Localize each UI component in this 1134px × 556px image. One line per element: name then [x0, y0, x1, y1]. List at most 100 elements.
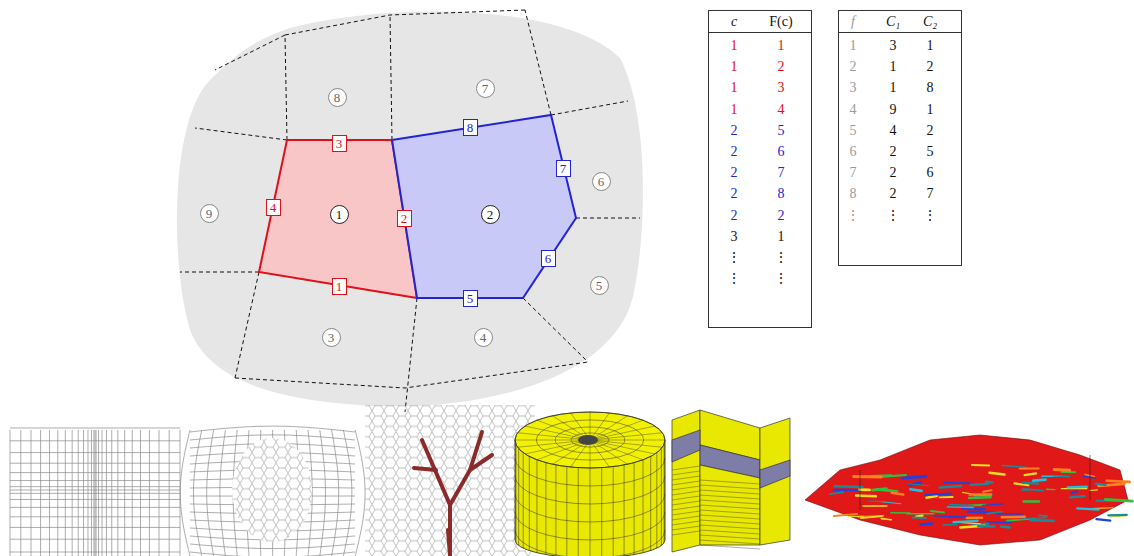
table-cell: 8: [850, 187, 857, 201]
domain-blob: [177, 11, 643, 406]
face-number: 6: [541, 250, 556, 267]
cell-number: 2: [481, 205, 500, 224]
table-cell: 2: [890, 145, 897, 159]
table-frames: [708, 11, 962, 328]
table-cell: 3: [850, 81, 857, 95]
table-cell: ⋮: [727, 251, 741, 265]
number-text: 4: [270, 201, 277, 214]
table-cell: F(c): [769, 15, 792, 29]
table-cell: f: [851, 15, 855, 29]
number-text: 5: [596, 279, 603, 292]
curvilinear-grid: [180, 426, 365, 556]
table-cell: 1: [731, 39, 738, 53]
table-cell: 1: [731, 103, 738, 117]
table-cell: C₂: [923, 15, 937, 29]
cartesian-grid: [10, 428, 180, 556]
cell-number: 1: [330, 205, 349, 224]
table-cell: 1: [850, 39, 857, 53]
number-text: 8: [334, 91, 341, 104]
number-text: 2: [487, 208, 494, 221]
number-text: 1: [336, 280, 343, 293]
number-text: 7: [482, 82, 489, 95]
table-cell: 4: [778, 103, 785, 117]
table-cell: 1: [778, 39, 785, 53]
table-cell: ⋮: [886, 209, 900, 223]
table-cell: 3: [890, 39, 897, 53]
reservoir-model: [805, 435, 1132, 545]
face-number: 8: [463, 119, 478, 136]
table-cell: 1: [890, 60, 897, 74]
table-cell: 2: [731, 166, 738, 180]
number-text: 5: [467, 292, 474, 305]
face-number: 1: [332, 278, 347, 295]
number-text: 6: [598, 175, 605, 188]
cell-number: 4: [474, 328, 493, 347]
faulted-layers: [672, 410, 790, 552]
table-cell: 2: [731, 187, 738, 201]
table-cell: 8: [927, 81, 934, 95]
table-cell: 4: [890, 124, 897, 138]
number-text: 3: [336, 137, 343, 150]
table-cell: ⋮: [846, 209, 860, 223]
table-cell: 7: [778, 166, 785, 180]
table-cell: ⋮: [774, 272, 788, 286]
table-cell: 6: [778, 145, 785, 159]
number-text: 8: [467, 121, 474, 134]
table-cell: 1: [927, 103, 934, 117]
cell-number: 5: [590, 276, 609, 295]
table-cell: 2: [890, 187, 897, 201]
number-text: 6: [545, 252, 552, 265]
number-text: 3: [328, 331, 335, 344]
cylinder-grid: [515, 412, 665, 556]
table-cell: 6: [850, 145, 857, 159]
voronoi-grid: [365, 405, 535, 556]
cell-number: 9: [200, 204, 219, 223]
cell-edges: [180, 10, 640, 412]
number-text: 7: [560, 162, 567, 175]
cell-number: 6: [592, 172, 611, 191]
table-cell: 1: [778, 230, 785, 244]
table-cell: 3: [778, 81, 785, 95]
cell-2: [392, 115, 576, 298]
table-cell: 2: [731, 209, 738, 223]
table-cell: 2: [927, 124, 934, 138]
number-text: 9: [206, 207, 213, 220]
face-number: 7: [556, 160, 571, 177]
table-cell: 6: [927, 166, 934, 180]
table-cell: 4: [850, 103, 857, 117]
table-cell: 2: [731, 124, 738, 138]
face-number: 5: [463, 290, 478, 307]
table-cell: 2: [778, 209, 785, 223]
table-cell: 1: [927, 39, 934, 53]
table-cell: 7: [927, 187, 934, 201]
table-cell: 2: [890, 166, 897, 180]
table-cell: 5: [778, 124, 785, 138]
number-text: 2: [401, 212, 408, 225]
table-cell: 2: [778, 60, 785, 74]
table-cell: ⋮: [774, 251, 788, 265]
table-cell: 3: [731, 230, 738, 244]
cell-number: 3: [322, 328, 341, 347]
cell-1: [259, 140, 417, 298]
table-cell: 2: [927, 60, 934, 74]
table-cell: 5: [850, 124, 857, 138]
table-cell: ⋮: [923, 209, 937, 223]
table-cell: c: [731, 15, 737, 29]
cell-number: 8: [328, 88, 347, 107]
table-cell: 1: [890, 81, 897, 95]
face-number: 4: [266, 199, 281, 216]
table-cell: 2: [850, 60, 857, 74]
face-number: 3: [332, 135, 347, 152]
face-number: 2: [397, 210, 412, 227]
number-text: 1: [336, 208, 343, 221]
table-cell: 5: [927, 145, 934, 159]
table-cell: 2: [731, 145, 738, 159]
cell-number: 7: [476, 79, 495, 98]
number-text: 4: [480, 331, 487, 344]
table-cell: 1: [731, 60, 738, 74]
table-cell: 9: [890, 103, 897, 117]
table-cell: 7: [850, 166, 857, 180]
table-cell: 1: [731, 81, 738, 95]
table-cell: ⋮: [727, 272, 741, 286]
